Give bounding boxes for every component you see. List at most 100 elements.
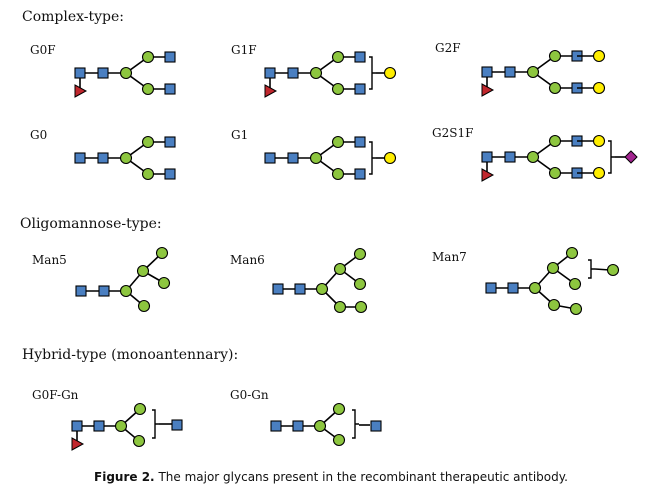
green-circle-icon [526, 150, 540, 164]
blue-square-icon [481, 151, 493, 163]
blue-square-icon [98, 285, 110, 297]
green-circle-icon [119, 151, 133, 165]
green-circle-icon [547, 298, 561, 312]
green-circle-icon [141, 167, 155, 181]
bracket [352, 409, 359, 439]
green-circle-icon [546, 261, 560, 275]
label-man7: Man7 [432, 250, 467, 264]
bracket [369, 56, 376, 90]
blue-square-icon [294, 283, 306, 295]
red-triangle-icon [264, 84, 278, 98]
green-circle-icon [569, 302, 583, 316]
green-circle-icon [155, 246, 169, 260]
label-g2s1f: G2S1F [432, 126, 474, 140]
green-circle-icon [528, 281, 542, 295]
blue-square-icon [171, 419, 183, 431]
blue-square-icon [354, 51, 366, 63]
blue-square-icon [292, 420, 304, 432]
blue-square-icon [287, 152, 299, 164]
blue-square-icon [164, 168, 176, 180]
green-circle-icon [354, 300, 368, 314]
label-g2f: G2F [435, 41, 461, 55]
blue-square-icon [164, 136, 176, 148]
blue-square-icon [504, 66, 516, 78]
blue-square-icon [164, 51, 176, 63]
green-circle-icon [141, 50, 155, 64]
blue-square-icon [74, 67, 86, 79]
blue-square-icon [272, 283, 284, 295]
green-circle-icon [119, 66, 133, 80]
blue-square-icon [354, 136, 366, 148]
green-circle-icon [133, 402, 147, 416]
section-hybrid: Hybrid-type (monoantennary): [22, 347, 239, 363]
section-oligomannose: Oligomannose-type: [20, 216, 162, 232]
green-circle-icon [141, 82, 155, 96]
yellow-circle-icon [383, 151, 397, 165]
blue-square-icon [71, 420, 83, 432]
green-circle-icon [315, 282, 329, 296]
blue-square-icon [287, 67, 299, 79]
green-circle-icon [114, 419, 128, 433]
green-circle-icon [353, 277, 367, 291]
blue-square-icon [507, 282, 519, 294]
blue-square-icon [97, 152, 109, 164]
label-man5: Man5 [32, 253, 67, 267]
yellow-circle-icon [592, 81, 606, 95]
section-complex: Complex-type: [22, 9, 125, 25]
green-circle-icon [309, 66, 323, 80]
figure-caption: Figure 2. The major glycans present in t… [0, 470, 662, 484]
label-g0f-gn: G0F-Gn [32, 388, 79, 402]
green-circle-icon [332, 402, 346, 416]
red-triangle-icon [481, 168, 495, 182]
green-circle-icon [548, 166, 562, 180]
red-triangle-icon [74, 84, 88, 98]
green-circle-icon [568, 277, 582, 291]
green-circle-icon [333, 300, 347, 314]
green-circle-icon [606, 263, 620, 277]
green-circle-icon [548, 134, 562, 148]
green-circle-icon [119, 284, 133, 298]
yellow-circle-icon [592, 49, 606, 63]
label-g1: G1 [231, 128, 249, 142]
green-circle-icon [331, 50, 345, 64]
bracket [588, 259, 595, 279]
blue-square-icon [264, 152, 276, 164]
yellow-circle-icon [592, 166, 606, 180]
blue-square-icon [74, 152, 86, 164]
blue-square-icon [93, 420, 105, 432]
green-circle-icon [309, 151, 323, 165]
green-circle-icon [331, 135, 345, 149]
bracket [608, 140, 615, 174]
blue-square-icon [164, 83, 176, 95]
green-circle-icon [141, 135, 155, 149]
blue-square-icon [75, 285, 87, 297]
blue-square-icon [354, 168, 366, 180]
caption-text: The major glycans present in the recombi… [158, 470, 568, 484]
blue-square-icon [270, 420, 282, 432]
blue-square-icon [264, 67, 276, 79]
green-circle-icon [136, 264, 150, 278]
green-circle-icon [331, 82, 345, 96]
green-circle-icon [137, 299, 151, 313]
green-circle-icon [333, 262, 347, 276]
green-circle-icon [526, 65, 540, 79]
green-circle-icon [548, 81, 562, 95]
green-circle-icon [332, 433, 346, 447]
blue-square-icon [370, 420, 382, 432]
green-circle-icon [132, 434, 146, 448]
green-circle-icon [548, 49, 562, 63]
label-g0f: G0F [30, 43, 56, 57]
blue-square-icon [481, 66, 493, 78]
purple-diamond-icon [624, 150, 638, 164]
bracket [369, 141, 376, 175]
green-circle-icon [313, 419, 327, 433]
red-triangle-icon [481, 83, 495, 97]
blue-square-icon [354, 83, 366, 95]
bracket [152, 409, 159, 439]
green-circle-icon [353, 247, 367, 261]
red-triangle-icon [71, 437, 85, 451]
yellow-circle-icon [383, 66, 397, 80]
label-g0-gn: G0-Gn [230, 388, 269, 402]
blue-square-icon [97, 67, 109, 79]
